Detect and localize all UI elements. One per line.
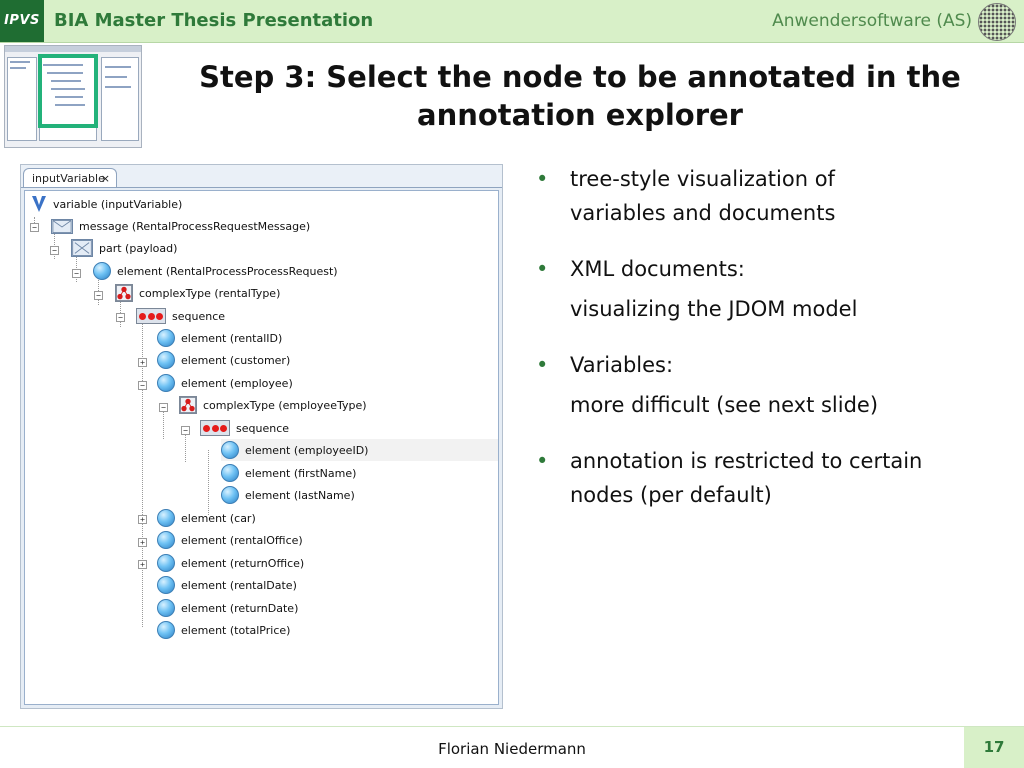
thumbnail-row	[51, 80, 81, 82]
thumbnail-row	[105, 86, 131, 88]
thumbnail-row	[105, 76, 127, 78]
tree-node-element[interactable]: element (rentalOffice)	[157, 529, 303, 551]
tree-node-element-selected[interactable]: element (employeeID)	[221, 439, 498, 461]
expand-icon[interactable]: +	[138, 358, 147, 367]
element-icon	[157, 599, 175, 617]
bullet-item: • XML documents: visualizing the JDOM mo…	[530, 252, 1010, 326]
slide-title-line-2: annotation explorer	[417, 98, 743, 132]
element-icon	[157, 531, 175, 549]
thumbnail-row	[51, 88, 85, 90]
bullet-icon: •	[536, 167, 549, 191]
thumbnail-row	[10, 67, 26, 69]
collapse-icon[interactable]: −	[50, 246, 59, 255]
element-icon	[93, 262, 111, 280]
page-number: 17	[983, 738, 1005, 756]
collapse-icon[interactable]: −	[72, 269, 81, 278]
thumbnail-row	[10, 61, 30, 63]
footer-divider	[0, 726, 1024, 727]
element-icon	[157, 576, 175, 594]
ui-overview-thumbnail	[4, 45, 142, 148]
tree-node-element[interactable]: element (rentalID)	[157, 327, 282, 349]
element-icon	[157, 621, 175, 639]
element-icon	[157, 554, 175, 572]
thumbnail-right-pane	[101, 57, 139, 141]
presentation-title: BIA Master Thesis Presentation	[54, 10, 374, 31]
thumbnail-row	[55, 96, 83, 98]
complex-type-icon	[179, 396, 197, 414]
tree-node-complex-type[interactable]: complexType (employeeType)	[179, 394, 367, 416]
element-icon	[157, 351, 175, 369]
tree-node-element[interactable]: element (returnDate)	[157, 597, 298, 619]
element-icon	[157, 509, 175, 527]
annotation-tree[interactable]: variable (inputVariable) − message (Rent…	[24, 190, 499, 705]
collapse-icon[interactable]: −	[181, 426, 190, 435]
thumbnail-row	[55, 104, 85, 106]
thumbnail-row	[105, 66, 131, 68]
explorer-tab-bar: inputVariable ×	[21, 165, 502, 188]
expand-icon[interactable]: +	[138, 560, 147, 569]
annotation-explorer-window: inputVariable × variable (inputVariable)…	[20, 164, 503, 709]
tree-node-part[interactable]: part (payload)	[71, 237, 177, 259]
bullet-item: • annotation is restricted to certain no…	[530, 444, 1010, 512]
tree-node-element[interactable]: element (lastName)	[221, 484, 355, 506]
tree-node-element[interactable]: element (customer)	[157, 349, 290, 371]
element-icon	[157, 329, 175, 347]
university-seal-icon	[978, 3, 1016, 41]
footer-author: Florian Niedermann	[438, 740, 586, 758]
complex-type-icon	[115, 284, 133, 302]
element-icon	[221, 441, 239, 459]
collapse-icon[interactable]: −	[116, 313, 125, 322]
thumbnail-highlight-frame	[38, 54, 98, 128]
expand-icon[interactable]: +	[138, 515, 147, 524]
message-icon	[51, 218, 73, 234]
thumbnail-left-pane	[7, 57, 37, 141]
tree-node-element[interactable]: element (totalPrice)	[157, 619, 290, 641]
element-icon	[157, 374, 175, 392]
collapse-icon[interactable]: −	[30, 223, 39, 232]
expand-icon[interactable]: +	[138, 538, 147, 547]
tree-node-element[interactable]: element (employee)	[157, 372, 293, 394]
collapse-icon[interactable]: −	[138, 381, 147, 390]
tab-input-variable[interactable]: inputVariable ×	[23, 168, 117, 187]
slide-title: Step 3: Select the node to be annotated …	[160, 58, 1000, 134]
sequence-icon	[200, 420, 230, 436]
slide-header: IPVS BIA Master Thesis Presentation Anwe…	[0, 0, 1024, 43]
tree-node-sequence[interactable]: sequence	[136, 305, 225, 327]
thumbnail-row	[43, 64, 83, 66]
sequence-icon	[136, 308, 166, 324]
department-label: Anwendersoftware (AS)	[772, 11, 972, 31]
collapse-icon[interactable]: −	[159, 403, 168, 412]
part-icon	[71, 239, 93, 257]
tree-node-element[interactable]: element (returnOffice)	[157, 552, 304, 574]
element-icon	[221, 486, 239, 504]
collapse-icon[interactable]: −	[94, 291, 103, 300]
slide-title-line-1: Step 3: Select the node to be annotated …	[199, 60, 961, 94]
tree-node-element[interactable]: element (car)	[157, 507, 256, 529]
element-icon	[221, 464, 239, 482]
bullet-item: • tree-style visualization of variables …	[530, 162, 1010, 230]
bullet-icon: •	[536, 257, 549, 281]
tree-node-complex-type[interactable]: complexType (rentalType)	[115, 282, 280, 304]
thumbnail-row	[47, 72, 83, 74]
bullet-icon: •	[536, 353, 549, 377]
tree-node-element[interactable]: element (firstName)	[221, 462, 356, 484]
tree-node-message[interactable]: message (RentalProcessRequestMessage)	[51, 215, 310, 237]
tree-node-element[interactable]: element (RentalProcessProcessRequest)	[93, 260, 338, 282]
bullet-list: • tree-style visualization of variables …	[530, 162, 1010, 534]
tree-node-element[interactable]: element (rentalDate)	[157, 574, 297, 596]
bullet-item: • Variables: more difficult (see next sl…	[530, 348, 1010, 422]
thumbnail-toolbar	[5, 46, 141, 52]
ipvs-logo: IPVS	[0, 0, 44, 42]
tree-node-variable[interactable]: variable (inputVariable)	[31, 193, 182, 215]
bullet-icon: •	[536, 449, 549, 473]
tree-node-sequence[interactable]: sequence	[200, 417, 289, 439]
close-icon[interactable]: ×	[100, 172, 110, 185]
variable-icon	[32, 196, 46, 212]
page-number-box: 17	[964, 727, 1024, 768]
tab-label: inputVariable	[32, 172, 105, 185]
